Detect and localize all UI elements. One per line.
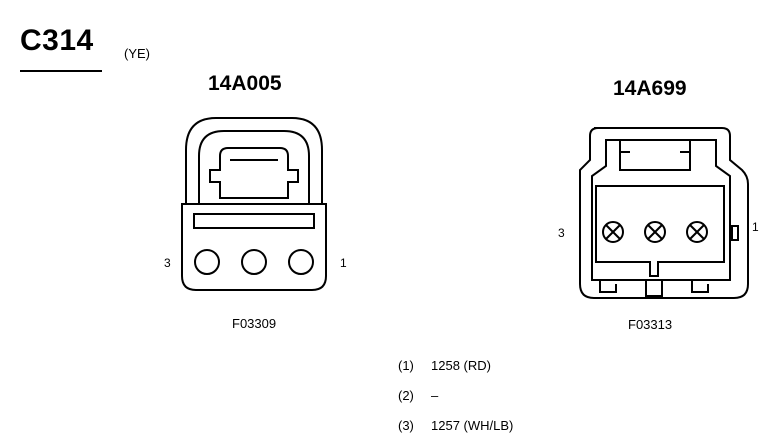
right-connector-lock-tab — [731, 225, 739, 241]
left-pin-2-cavity — [241, 249, 267, 275]
pin-number: (1) — [398, 358, 414, 373]
left-pin-3-cavity — [194, 249, 220, 275]
left-connector-body — [181, 203, 327, 291]
left-pin-1-cavity — [288, 249, 314, 275]
left-connector-slot — [193, 213, 315, 229]
right-connector-latch — [619, 140, 691, 171]
connector-id-underline — [20, 70, 102, 72]
right-pin-3-label: 3 — [558, 226, 565, 240]
left-connector-latch — [209, 147, 299, 199]
right-pin-1-label: 1 — [752, 220, 759, 234]
pin-circuit: 1258 (RD) — [431, 358, 491, 373]
left-pin-3-label: 3 — [164, 256, 171, 270]
left-connector-hood-inner — [198, 130, 310, 204]
right-connector-pin-field — [595, 185, 725, 277]
pin-number: (3) — [398, 418, 414, 433]
connector-id: C314 — [20, 24, 94, 57]
left-part-number: 14A005 — [208, 72, 282, 95]
right-connector-bottom-tabs — [599, 280, 709, 297]
connector-color: (YE) — [124, 46, 150, 61]
pinout-row: (2) – — [398, 388, 438, 403]
right-part-number: 14A699 — [613, 77, 687, 100]
pinout-row: (3) 1257 (WH/LB) — [398, 418, 513, 433]
pinout-row: (1) 1258 (RD) — [398, 358, 491, 373]
left-figure-id: F03309 — [232, 316, 277, 331]
right-figure-id: F03313 — [628, 317, 673, 332]
right-connector-inner — [591, 139, 731, 281]
pin-circuit: – — [431, 388, 439, 403]
pin-circuit: 1257 (WH/LB) — [431, 418, 514, 433]
left-connector-hood — [185, 117, 323, 204]
right-pin-3-terminal — [602, 221, 624, 243]
right-pin-1-terminal — [686, 221, 708, 243]
right-connector-housing — [579, 127, 749, 299]
left-pin-1-label: 1 — [340, 256, 347, 270]
pin-number: (2) — [398, 388, 414, 403]
right-pin-2-terminal — [644, 221, 666, 243]
